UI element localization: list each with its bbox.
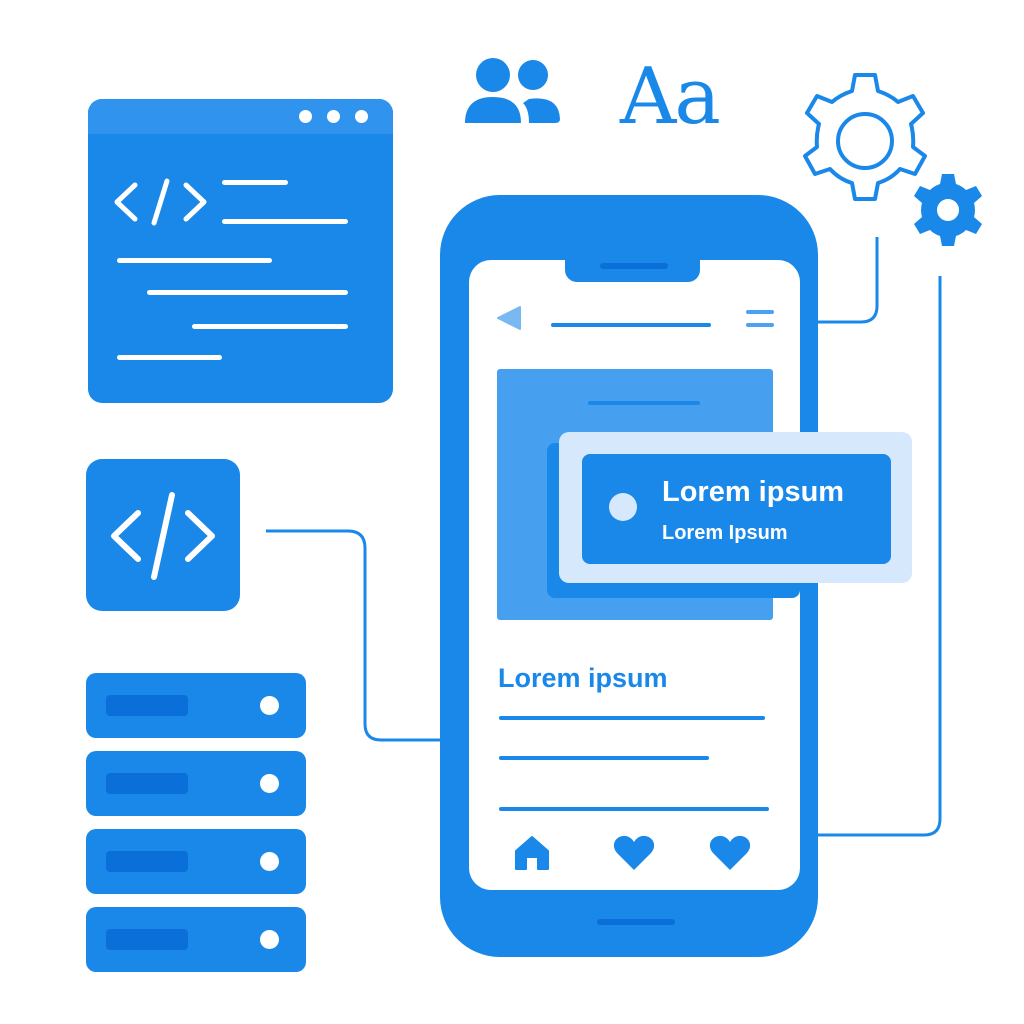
gear-outline-icon — [803, 73, 927, 201]
heart-icon[interactable] — [708, 833, 752, 873]
gear-filled-icon — [914, 174, 982, 246]
server-status-dot — [260, 696, 279, 715]
code-line — [147, 290, 348, 295]
code-line — [222, 180, 288, 185]
text-line — [499, 807, 769, 811]
server-status-dot — [260, 774, 279, 793]
server-slot — [106, 851, 188, 872]
text-line — [499, 716, 765, 720]
notification-card: Lorem ipsum Lorem Ipsum — [582, 454, 891, 564]
notification-avatar — [609, 493, 637, 521]
phone-speaker — [600, 263, 668, 269]
card-title-placeholder — [588, 401, 700, 405]
server-slot — [106, 773, 188, 794]
home-icon[interactable] — [512, 833, 552, 873]
window-titlebar — [88, 99, 393, 134]
code-line — [117, 355, 222, 360]
code-icon — [111, 492, 215, 580]
home-indicator — [597, 919, 675, 925]
code-tile — [86, 459, 240, 611]
server-row — [86, 907, 306, 972]
code-editor-window — [88, 99, 393, 403]
app-title-placeholder — [551, 323, 711, 327]
code-line — [117, 258, 272, 263]
notification-popup[interactable]: Lorem ipsum Lorem Ipsum — [559, 432, 912, 583]
server-row — [86, 751, 306, 816]
server-status-dot — [260, 852, 279, 871]
typography-sample: Aa — [620, 52, 721, 142]
users-icon — [465, 58, 560, 123]
window-dot — [355, 110, 368, 123]
window-dot — [299, 110, 312, 123]
content-heading: Lorem ipsum — [498, 663, 668, 693]
server-row — [86, 829, 306, 894]
menu-icon[interactable] — [746, 310, 774, 330]
window-dot — [327, 110, 340, 123]
server-row — [86, 673, 306, 738]
code-line — [192, 324, 348, 329]
server-status-dot — [260, 930, 279, 949]
text-line — [499, 756, 709, 760]
code-icon — [114, 178, 207, 226]
server-slot — [106, 695, 188, 716]
heart-icon[interactable] — [612, 833, 656, 873]
notification-title: Lorem ipsum — [662, 476, 845, 508]
notification-subtitle: Lorem Ipsum — [662, 522, 788, 544]
server-slot — [106, 929, 188, 950]
code-line — [222, 219, 348, 224]
back-icon[interactable] — [496, 305, 524, 331]
